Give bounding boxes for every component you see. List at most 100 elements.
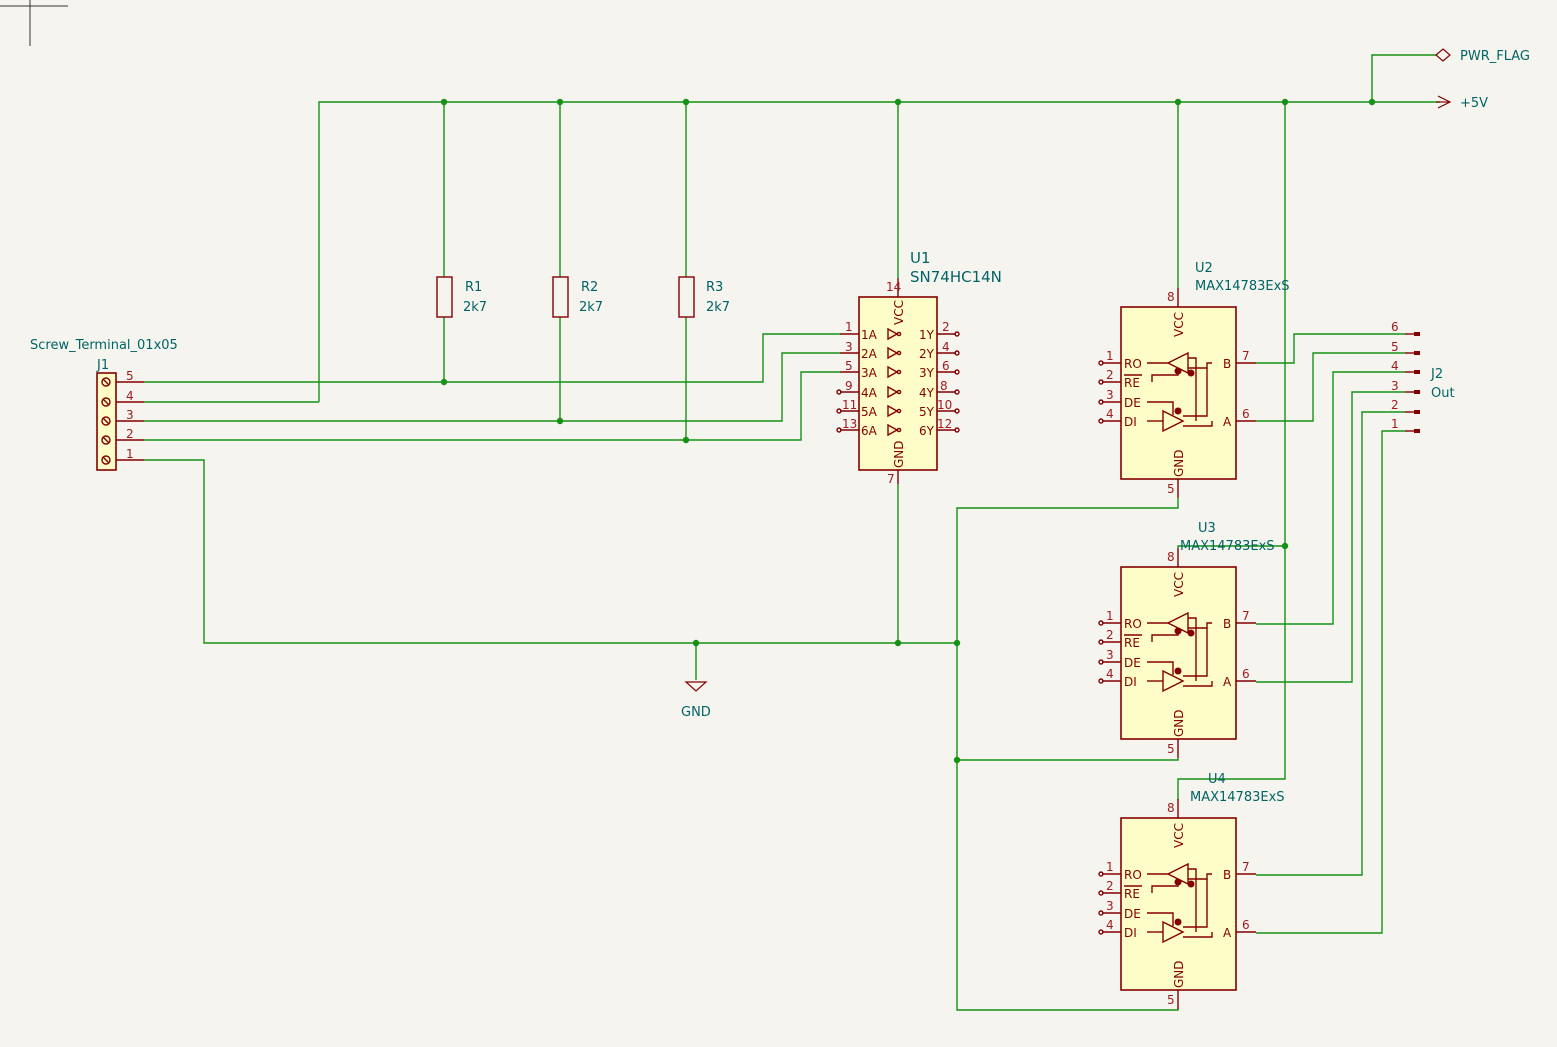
left-pin-num: 2 xyxy=(1106,628,1114,642)
u1-pin-name: 3A xyxy=(861,366,878,380)
resistor-ref: R1 xyxy=(465,280,482,295)
left-pin-name: RE xyxy=(1124,376,1140,390)
junctions xyxy=(440,98,1376,764)
gnd-pin-name: GND xyxy=(1172,709,1186,737)
j2-pin-num: 5 xyxy=(1391,340,1399,354)
j2-pin-num: 3 xyxy=(1391,379,1399,393)
j1-pin-num: 5 xyxy=(126,369,134,383)
u1-output-pins: 2 4 6 8 10 12 1Y 2Y 3Y 4Y 5Y 6Y xyxy=(919,320,960,438)
gnd-pin-name: GND xyxy=(1172,960,1186,988)
resistor-r2[interactable]: R2 2k7 xyxy=(552,276,603,318)
u1-pin-num: 12 xyxy=(937,417,952,431)
j1-pin-num: 2 xyxy=(126,427,134,441)
resistor-ref: R3 xyxy=(706,280,723,295)
left-pin-num: 1 xyxy=(1106,609,1114,623)
transceiver-driver-receiver-icon xyxy=(1147,862,1213,944)
pin-end-icon xyxy=(1098,620,1104,626)
gnd-pin-num: 5 xyxy=(1167,742,1175,756)
u1-pin-num: 5 xyxy=(845,359,853,373)
left-pin-num: 2 xyxy=(1106,368,1114,382)
pin-end-icon xyxy=(1098,360,1104,366)
junction-dot xyxy=(1281,98,1289,106)
left-pin-name: DI xyxy=(1124,415,1137,429)
u1-pin-name: 5A xyxy=(861,405,878,419)
junction-dot xyxy=(556,98,564,106)
left-pin-name: RO xyxy=(1124,357,1142,371)
vcc-power-port[interactable]: +5V xyxy=(1436,95,1488,111)
j2-pin-num: 2 xyxy=(1391,398,1399,412)
resistor-ref: R2 xyxy=(581,280,598,295)
u1-pin-name: 5Y xyxy=(919,405,935,419)
ic-u1[interactable]: U1 SN74HC14N 14 7 VCC GND 1 3 5 9 11 13 … xyxy=(836,249,1002,486)
right-pin-name: B xyxy=(1223,868,1231,882)
j2-pin-num: 6 xyxy=(1391,320,1399,334)
resistor-r1[interactable]: R1 2k7 xyxy=(436,276,487,318)
right-pin-name: B xyxy=(1223,617,1231,631)
junction-dot xyxy=(1368,98,1376,106)
left-pin-num: 3 xyxy=(1106,648,1114,662)
j1-pin-num: 3 xyxy=(126,408,134,422)
transceiver-driver-receiver-icon xyxy=(1147,611,1213,693)
left-pin-name: DE xyxy=(1124,656,1141,670)
u1-ref: U1 xyxy=(910,249,931,267)
u1-pin-num: 11 xyxy=(842,398,857,412)
u1-pin-num: 1 xyxy=(845,320,853,334)
pin-end-icon xyxy=(1098,379,1104,385)
j1-ref: J1 xyxy=(96,358,109,373)
u1-pin-num: 10 xyxy=(937,398,952,412)
gnd-power-port[interactable]: GND xyxy=(681,681,711,720)
j2-pin-lines xyxy=(1405,332,1420,433)
left-pin-num: 1 xyxy=(1106,860,1114,874)
pin-end-icon xyxy=(1098,678,1104,684)
junction-dot xyxy=(894,639,902,647)
u1-pin-name: 2Y xyxy=(919,347,935,361)
output-header-j2[interactable]: 6 5 4 3 2 1 J2 Out xyxy=(1391,320,1455,433)
junction-dot xyxy=(556,417,564,425)
left-pin-name: DI xyxy=(1124,926,1137,940)
left-pin-name: DE xyxy=(1124,907,1141,921)
pin-end-icon xyxy=(1098,418,1104,424)
gnd-pin-num: 5 xyxy=(1167,482,1175,496)
screw-terminal-j1[interactable]: Screw_Terminal_01x05 J1 5 4 3 2 1 xyxy=(30,338,178,471)
left-pin-num: 2 xyxy=(1106,879,1114,893)
u1-vcc-pin-name: VCC xyxy=(892,300,906,325)
pwr-flag-symbol[interactable]: PWR_FLAG xyxy=(1435,48,1530,64)
pin-end-icon xyxy=(1098,399,1104,405)
pin-end-icon xyxy=(1098,639,1104,645)
transceiver-driver-receiver-icon xyxy=(1147,351,1213,433)
transceiver-value: MAX14783ExS xyxy=(1190,790,1285,805)
u1-gnd-pin-name: GND xyxy=(892,440,906,468)
pin-end-icon xyxy=(1098,890,1104,896)
gnd-net-label: GND xyxy=(681,705,711,720)
schmitt-inverter-icons xyxy=(887,327,902,437)
j1-value: Screw_Terminal_01x05 xyxy=(30,338,178,353)
pin-end-icon xyxy=(1098,929,1104,935)
right-pin-num: 7 xyxy=(1242,349,1250,363)
vcc-pin-num: 8 xyxy=(1167,801,1175,815)
vcc-pin-num: 8 xyxy=(1167,550,1175,564)
left-pin-name: DE xyxy=(1124,396,1141,410)
transceiver-value: MAX14783ExS xyxy=(1180,539,1275,554)
junction-dot xyxy=(682,436,690,444)
u1-value: SN74HC14N xyxy=(910,268,1002,286)
pin-end-icon xyxy=(1098,910,1104,916)
right-pin-num: 7 xyxy=(1242,609,1250,623)
resistor-r3[interactable]: R3 2k7 xyxy=(678,276,730,318)
right-pin-num: 6 xyxy=(1242,918,1250,932)
j2-value: Out xyxy=(1431,386,1455,401)
u1-pin-num: 13 xyxy=(842,417,857,431)
j2-pin-num: 4 xyxy=(1391,359,1399,373)
pin-end-icon xyxy=(1098,659,1104,665)
u1-gnd-pin-num: 7 xyxy=(887,472,895,486)
pwr-flag-label: PWR_FLAG xyxy=(1460,49,1530,64)
vcc-pin-name: VCC xyxy=(1172,572,1186,597)
transceiver-body xyxy=(1120,566,1237,740)
left-pin-name: DI xyxy=(1124,675,1137,689)
u1-pin-num: 2 xyxy=(942,320,950,334)
u1-pin-name: 3Y xyxy=(919,366,935,380)
u1-pin-num: 8 xyxy=(940,379,948,393)
